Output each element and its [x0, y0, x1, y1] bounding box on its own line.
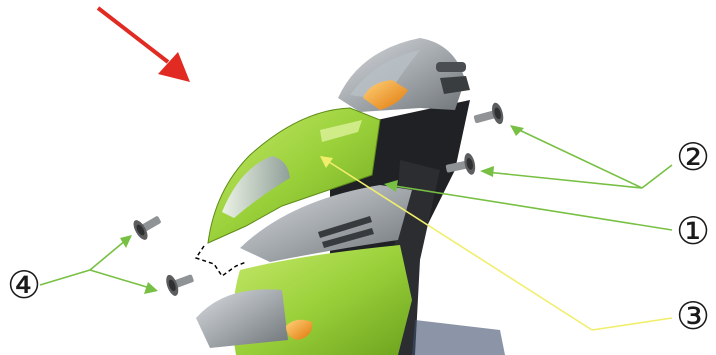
screw-lower-2 — [164, 268, 197, 298]
floor-trim — [412, 320, 505, 355]
headlamp-housing — [338, 38, 465, 112]
screw-lower-1 — [131, 209, 165, 242]
direction-arrow — [98, 8, 190, 82]
mounting-guide-dashed — [196, 246, 246, 276]
callout-1-label: ① — [676, 209, 710, 253]
screw-upper-1 — [472, 101, 506, 130]
callout-3-label: ③ — [676, 294, 710, 338]
mirror-stem — [436, 62, 466, 72]
callout-2-label: ② — [676, 135, 710, 179]
callout-4: ④ — [7, 263, 41, 307]
callout-3: ③ — [676, 294, 710, 338]
callout-1: ① — [676, 209, 710, 253]
callout-2: ② — [676, 135, 710, 179]
callout-4-label: ④ — [7, 263, 41, 307]
lower-fender — [196, 289, 288, 348]
handlebar-grip — [440, 76, 470, 94]
